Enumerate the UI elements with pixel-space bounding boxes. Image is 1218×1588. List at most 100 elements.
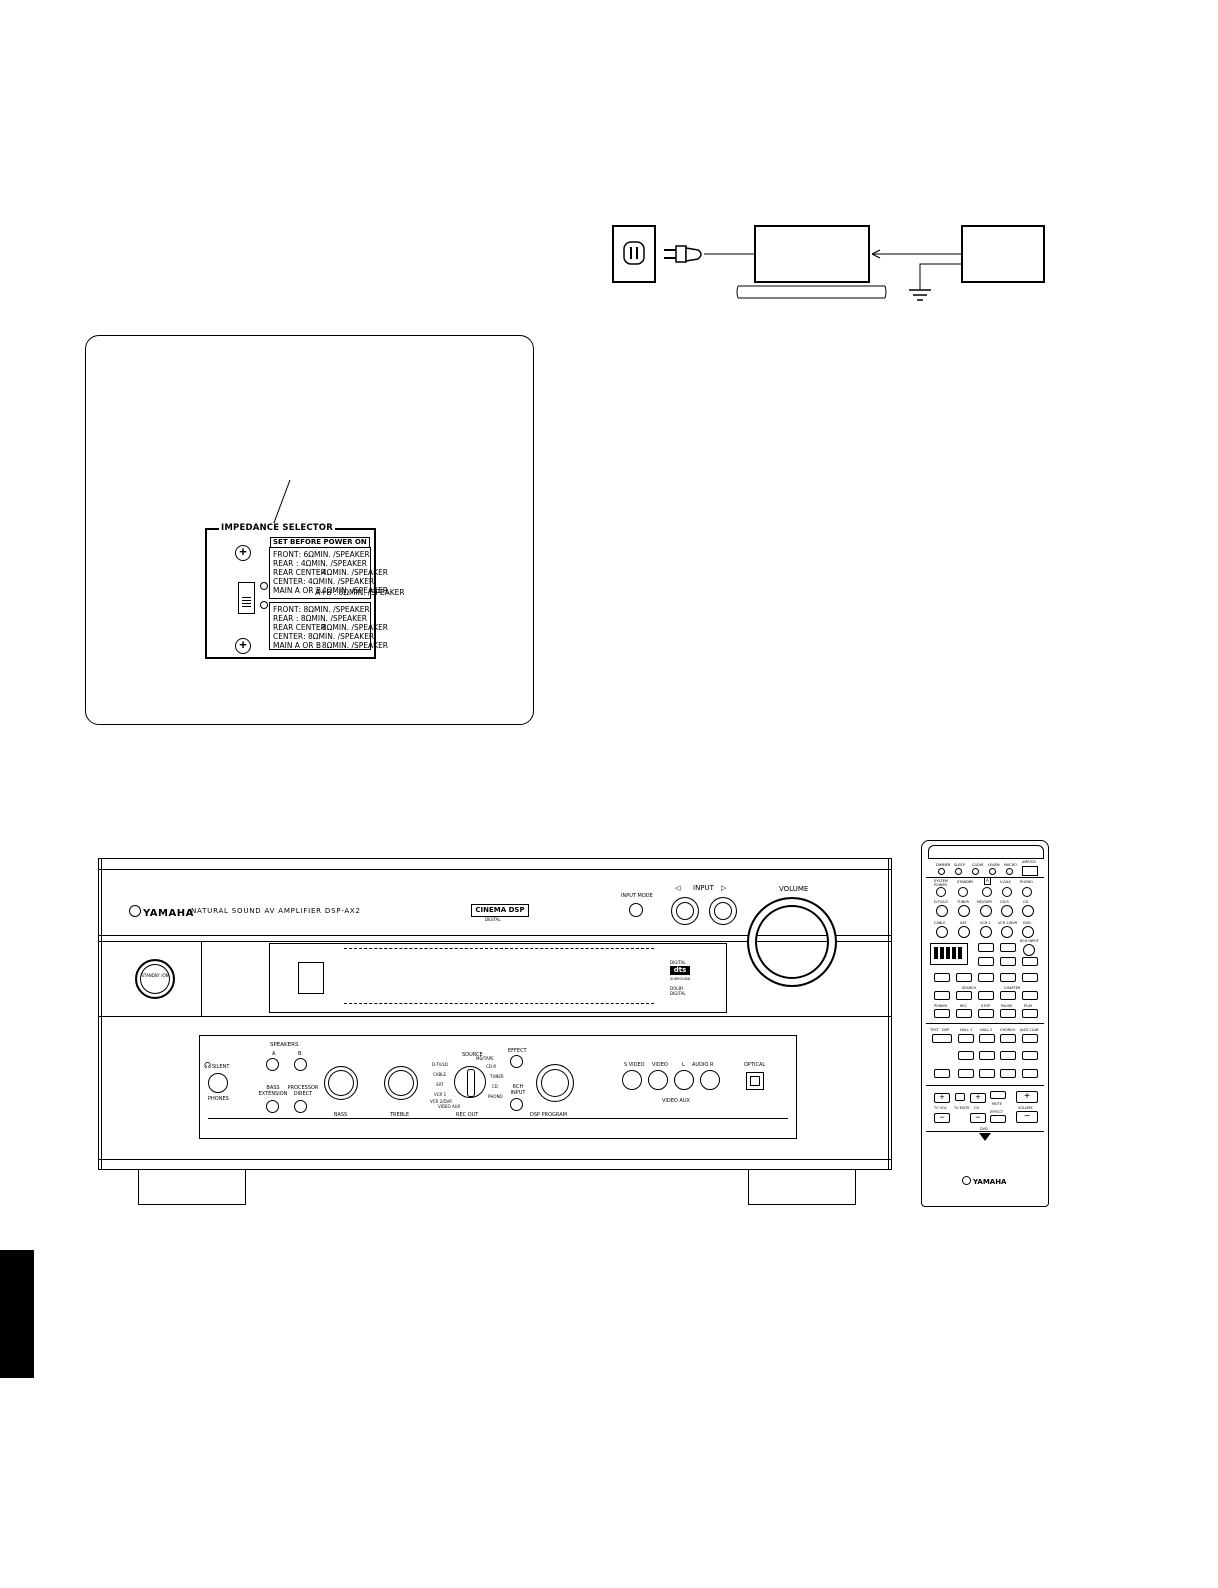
remote-dsp-button[interactable] — [1022, 1034, 1038, 1043]
remote-cd-button[interactable] — [1022, 905, 1034, 917]
remote-dsp-button[interactable] — [958, 1051, 974, 1060]
remote-dsp-button[interactable] — [979, 1051, 995, 1060]
remote-6ch-button[interactable] — [1023, 944, 1035, 956]
remote-volume-down[interactable]: − — [1016, 1111, 1038, 1123]
remote-dtv-button[interactable] — [936, 905, 948, 917]
processor-direct-button[interactable] — [294, 1100, 307, 1113]
remote-a-button[interactable] — [982, 887, 992, 897]
input-right-button[interactable] — [709, 897, 737, 925]
speaker-b-button[interactable] — [294, 1058, 307, 1071]
speaker-a-button[interactable] — [266, 1058, 279, 1071]
remote-pause-button[interactable] — [1000, 1009, 1016, 1018]
bass-extension-button[interactable] — [266, 1100, 279, 1113]
remote-tv-mute[interactable] — [955, 1093, 965, 1101]
remote-volume-up[interactable]: + — [1016, 1091, 1038, 1103]
remote-dsp-button[interactable] — [1000, 1069, 1016, 1078]
remote-vcr1-button[interactable] — [980, 926, 992, 938]
remote-nav-button[interactable] — [978, 957, 994, 966]
remote-control: DIMMER SLEEP CLEAR LEARN MACRO AMP/CD SY… — [921, 840, 1049, 1207]
remote-system-power-button[interactable] — [936, 887, 946, 897]
remote-stop-button[interactable] — [978, 1009, 994, 1018]
remote-nav-button[interactable] — [956, 973, 972, 982]
remote-nav-button[interactable] — [978, 943, 994, 952]
remote-nav-button[interactable] — [1000, 991, 1016, 1000]
audio-l-jack[interactable] — [674, 1070, 694, 1090]
dts-sub-label: SURROUND — [670, 977, 691, 981]
remote-mute[interactable] — [990, 1091, 1006, 1099]
remote-phono-button[interactable] — [1022, 887, 1032, 897]
remote-nav-button[interactable] — [978, 973, 994, 982]
remote-dimmer-button[interactable] — [938, 868, 945, 875]
remote-dsp-button[interactable] — [1022, 1051, 1038, 1060]
remote-amp-switch[interactable] — [1022, 866, 1038, 876]
remote-play-button[interactable] — [1022, 1009, 1038, 1018]
indicator-mark — [260, 582, 268, 590]
remote-cdr-button[interactable] — [1001, 905, 1013, 917]
s-video-label: S VIDEO — [624, 1062, 645, 1068]
remote-nav-button[interactable] — [1000, 973, 1016, 982]
six-ch-input-button[interactable] — [510, 1098, 523, 1111]
remote-test-button[interactable] — [932, 1034, 952, 1043]
remote-dsp-button[interactable] — [1000, 1051, 1016, 1060]
amplifier-box — [961, 225, 1045, 283]
remote-nav-button[interactable] — [934, 991, 950, 1000]
remote-clear-button[interactable] — [972, 868, 979, 875]
remote-nav-button[interactable] — [1022, 957, 1038, 966]
imp-row: REAR CENTER: 8ΩMIN. /SPEAKER — [273, 623, 389, 632]
remote-6ch-label: 6CH INPUT — [1020, 939, 1039, 943]
remote-tuner-button[interactable] — [958, 905, 970, 917]
dsp-program-knob[interactable] — [536, 1064, 574, 1102]
input-mode-button[interactable] — [629, 903, 643, 917]
remote-vcr2-button[interactable] — [1001, 926, 1013, 938]
remote-learn-button[interactable] — [989, 868, 996, 875]
remote-nav-button[interactable] — [956, 991, 972, 1000]
remote-nav-button[interactable] — [1000, 957, 1016, 966]
remote-ch-up[interactable]: + — [970, 1093, 986, 1103]
remote-nav-button[interactable] — [978, 991, 994, 1000]
remote-nav-button[interactable] — [934, 973, 950, 982]
impedance-slide-switch[interactable] — [238, 582, 255, 614]
remote-dvd-button[interactable] — [1022, 926, 1034, 938]
remote-dsp-label: JAZZ CLUB — [1020, 1028, 1039, 1032]
remote-dsp-button[interactable] — [979, 1069, 995, 1078]
remote-macro-button[interactable] — [1006, 868, 1013, 875]
audio-label: AUDIO — [692, 1062, 709, 1068]
remote-dsp-button[interactable] — [979, 1034, 995, 1043]
remote-tv-vol-down[interactable]: − — [934, 1113, 950, 1123]
treble-knob[interactable] — [384, 1066, 418, 1100]
bass-knob[interactable] — [324, 1066, 358, 1100]
remote-sleep-button[interactable] — [955, 868, 962, 875]
remote-vaux-button[interactable] — [1002, 887, 1012, 897]
audio-r-jack[interactable] — [700, 1070, 720, 1090]
rec-out-knob[interactable] — [454, 1066, 486, 1098]
remote-nav-button[interactable] — [1000, 943, 1016, 952]
effect-button[interactable] — [510, 1055, 523, 1068]
optical-jack[interactable] — [746, 1072, 764, 1090]
imp-row: REAR: 4ΩMIN. /SPEAKER — [273, 559, 367, 568]
remote-tv-vol-up[interactable]: + — [934, 1093, 950, 1103]
remote-effect-button[interactable] — [990, 1115, 1006, 1123]
remote-mdtape-button[interactable] — [980, 905, 992, 917]
remote-cable-button[interactable] — [936, 926, 948, 938]
remote-dsp-button[interactable] — [958, 1069, 974, 1078]
remote-sat-button[interactable] — [958, 926, 970, 938]
remote-dsp-button[interactable] — [1000, 1034, 1016, 1043]
phones-jack[interactable] — [208, 1073, 228, 1093]
input-left-button[interactable] — [671, 897, 699, 925]
remote-ch-down[interactable]: − — [970, 1113, 986, 1123]
remote-rec-button[interactable] — [956, 1009, 972, 1018]
remote-nav-button[interactable] — [1022, 991, 1038, 1000]
screw-icon: + — [235, 545, 251, 561]
standby-button[interactable]: STANDBY /ON — [135, 959, 175, 999]
imp-row: REAR CENTER: 4ΩMIN. /SPEAKER — [273, 568, 389, 577]
remote-power-button[interactable] — [934, 1009, 950, 1018]
remote-dsp-button[interactable] — [958, 1034, 974, 1043]
s-video-jack[interactable] — [622, 1070, 642, 1090]
input-left-label: ◁ — [675, 884, 681, 892]
remote-dsp-button[interactable] — [934, 1069, 950, 1078]
remote-standby-button[interactable] — [958, 887, 968, 897]
remote-dsp-button[interactable] — [1022, 1069, 1038, 1078]
remote-nav-button[interactable] — [1022, 973, 1038, 982]
volume-knob[interactable] — [747, 897, 837, 987]
video-jack[interactable] — [648, 1070, 668, 1090]
